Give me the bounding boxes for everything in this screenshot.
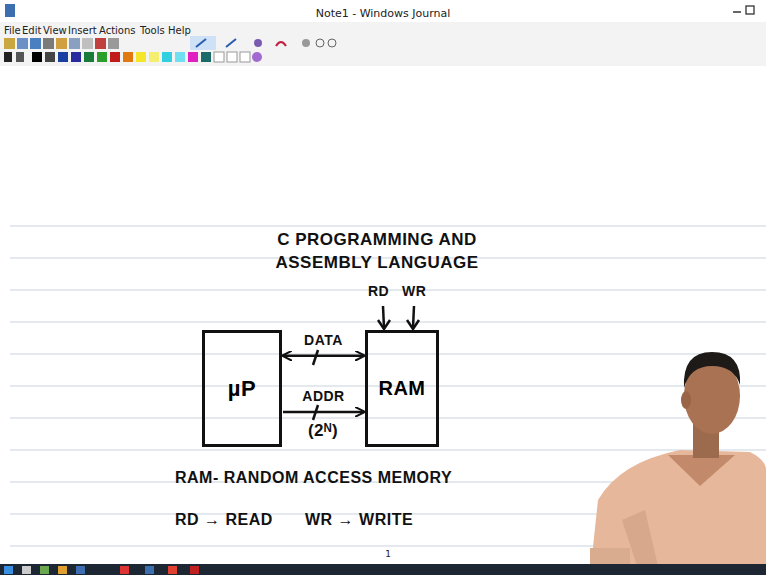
menu-item: Edit	[22, 25, 41, 36]
processor-box: µP	[202, 330, 282, 447]
node-label: RAM	[378, 377, 425, 400]
definition-note: RAM- RANDOM ACCESS MEMORY	[175, 469, 452, 487]
signal-name: RD	[368, 283, 389, 299]
menu-item: Tools	[140, 25, 165, 36]
signal-name: WR	[402, 283, 426, 299]
definition-note: WR → WRITE	[305, 511, 413, 529]
bus-arrow	[283, 354, 364, 357]
page-number: 1	[385, 549, 391, 559]
node-label: µP	[228, 376, 256, 402]
address-space: (2ᴺ)	[308, 421, 338, 441]
menu-item: View	[43, 25, 67, 36]
menu-item: Actions	[99, 25, 136, 36]
diagram-title: C PROGRAMMING AND ASSEMBLY LANGUAGE	[262, 228, 492, 274]
menu-item: Insert	[68, 25, 97, 36]
bus-label: ADDR	[300, 388, 346, 404]
menu-item: Help	[168, 25, 191, 36]
bus-label: DATA	[302, 332, 345, 348]
bus-arrow	[283, 411, 364, 414]
window-title: Note1 - Windows Journal	[316, 7, 451, 20]
definition-note: RD → READ	[175, 511, 273, 529]
memory-box: RAM	[365, 330, 439, 447]
menu-item: File	[4, 25, 21, 36]
